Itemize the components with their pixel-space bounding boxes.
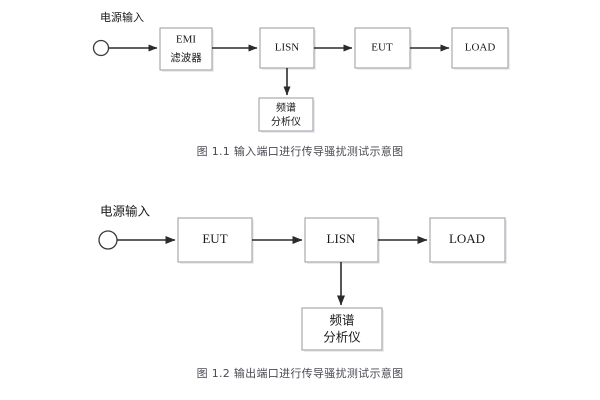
load-label-2: LOAD <box>449 231 485 246</box>
figure-1-2-diagram: 电源输入 EUT LISN LOAD <box>0 185 600 400</box>
figure-2-source-label: 电源输入 <box>100 204 151 219</box>
emi-filter-label-line2: 滤波器 <box>170 51 202 64</box>
figure-1-2-caption: 图 1.2 输出端口进行传导骚扰测试示意图 <box>196 367 404 380</box>
emi-filter-box <box>159 27 213 71</box>
spectrum-analyzer-label-2-line2: 分析仪 <box>323 330 361 345</box>
lisn-label: LISN <box>275 42 300 54</box>
figure-1-1-caption: 图 1.1 输入端口进行传导骚扰测试示意图 <box>196 145 404 158</box>
spectrum-analyzer-label-2-line1: 频谱 <box>329 313 354 328</box>
eut-label-2: EUT <box>202 231 227 246</box>
lisn-box-2 <box>304 217 379 263</box>
spectrum-analyzer-label-line1: 频谱 <box>276 101 296 114</box>
eut-box <box>354 27 411 69</box>
figure-1-source-label: 电源输入 <box>100 10 144 24</box>
load-box-2 <box>429 217 506 263</box>
power-source-connector-2 <box>98 230 118 250</box>
spectrum-analyzer-label-line2: 分析仪 <box>271 115 301 128</box>
figure-1-1-diagram: 电源输入 EMI 滤波器 LISN EUT <box>0 0 600 175</box>
load-box <box>451 27 509 69</box>
spectrum-analyzer-box-2 <box>301 307 383 351</box>
emi-filter-label-line1: EMI <box>176 34 197 46</box>
power-source-connector <box>92 39 110 57</box>
load-label: LOAD <box>465 42 496 54</box>
eut-label: EUT <box>371 42 393 54</box>
spectrum-analyzer-box <box>258 97 314 132</box>
lisn-label-2: LISN <box>327 231 357 246</box>
